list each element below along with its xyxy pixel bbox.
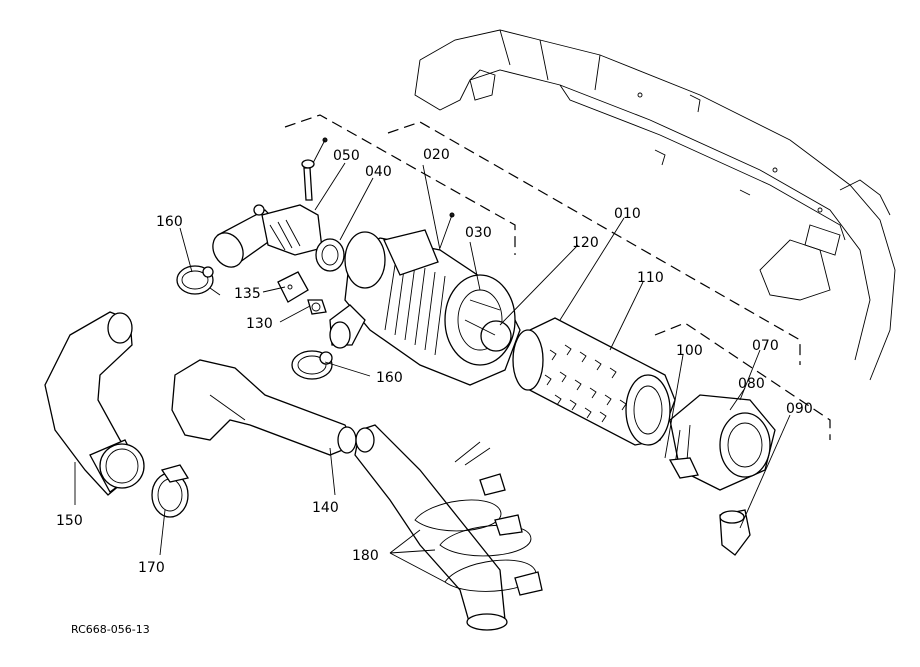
callout-120: 120: [572, 235, 599, 251]
callout-160-upper: 160: [156, 214, 183, 230]
intake-pipe-140: [171, 359, 357, 456]
assembly-boundary-020: [284, 114, 516, 255]
hose-clamp-170: [151, 464, 190, 518]
assembly-boundary-070: [654, 322, 831, 440]
primary-element-110: [512, 317, 676, 446]
tractor-frame: [414, 29, 896, 381]
assembly-boundary-010: [387, 121, 801, 365]
air-cleaner-body: [329, 212, 521, 386]
callout-080: 080: [738, 376, 765, 392]
figure-code: RC668-056-13: [71, 623, 150, 636]
bracket-135: [277, 271, 309, 303]
hose-clamp-160-upper: [176, 265, 221, 296]
outlet-pipe: [354, 424, 508, 631]
band-040: [315, 238, 345, 272]
cable-ties-180: [414, 441, 543, 596]
callout-170: 170: [138, 560, 165, 576]
callout-090: 090: [786, 401, 813, 417]
bolt-130: [307, 299, 327, 315]
callout-130: 130: [246, 316, 273, 332]
evacuator-valve-090: [719, 509, 751, 556]
air-inlet-pipe-050: [212, 204, 323, 268]
cover-080: [668, 394, 776, 491]
callout-020: 020: [423, 147, 450, 163]
callout-135: 135: [234, 286, 261, 302]
callout-150: 150: [56, 513, 83, 529]
callout-140: 140: [312, 500, 339, 516]
callout-160-lower: 160: [376, 370, 403, 386]
callout-030: 030: [465, 225, 492, 241]
bolt-050: [301, 137, 328, 201]
callout-100: 100: [676, 343, 703, 359]
callout-050: 050: [333, 148, 360, 164]
callout-110: 110: [637, 270, 664, 286]
callout-010: 010: [614, 206, 641, 222]
callout-070: 070: [752, 338, 779, 354]
intake-hose-150: [44, 311, 145, 496]
callout-180: 180: [352, 548, 379, 564]
leader-lines: [74, 162, 791, 583]
hose-clamp-160-lower: [291, 350, 333, 380]
callout-040: 040: [365, 164, 392, 180]
